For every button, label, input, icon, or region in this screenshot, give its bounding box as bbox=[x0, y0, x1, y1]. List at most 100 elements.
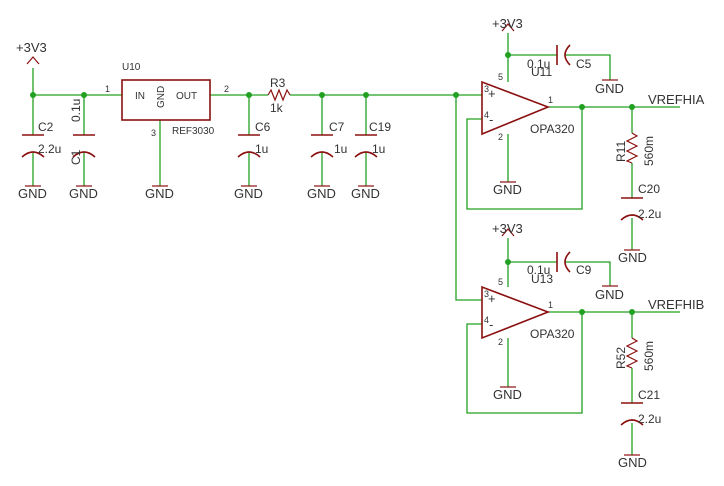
c2-capacitor: C2 2.2u bbox=[21, 120, 61, 158]
ground-label: GND bbox=[145, 186, 174, 201]
c9-value-label: 0.1u bbox=[527, 263, 550, 277]
u13-opamp: + - 3 4 5 2 1 U13 OPA320 bbox=[481, 272, 575, 347]
u10-ref-label: U10 bbox=[122, 62, 141, 73]
ground-u11: GND bbox=[493, 181, 522, 197]
c20-value-label: 2.2u bbox=[638, 207, 661, 221]
junction-dot bbox=[505, 52, 511, 58]
u13-part-label: OPA320 bbox=[530, 327, 575, 341]
ground-c1: GND bbox=[69, 185, 98, 201]
c19-value-label: 1u bbox=[372, 142, 385, 156]
u11-ref-label: U11 bbox=[531, 65, 552, 79]
ground-label: GND bbox=[618, 455, 647, 470]
ground-c20: GND bbox=[618, 249, 647, 265]
c5-value-label: 0.1u bbox=[527, 57, 550, 71]
supply-label: +3V3 bbox=[492, 221, 523, 236]
junction-dot bbox=[629, 104, 635, 110]
ground-label: GND bbox=[493, 182, 522, 197]
junction-dot bbox=[579, 309, 585, 315]
u13-pin1-number: 1 bbox=[548, 300, 553, 310]
ground-u10: GND bbox=[145, 185, 174, 201]
u10-pin-out-label: OUT bbox=[176, 91, 197, 102]
u11-pin2-number: 2 bbox=[498, 132, 503, 142]
c9-ref-label: C9 bbox=[576, 263, 592, 277]
u11-pin3-number: 3 bbox=[484, 84, 489, 94]
u13-pin4-number: 4 bbox=[484, 315, 489, 325]
junction-dot bbox=[319, 92, 325, 98]
u11-plus-label: + bbox=[488, 86, 496, 101]
c21-value-label: 2.2u bbox=[638, 412, 661, 426]
supply-symbol-u13: +3V3 bbox=[492, 221, 523, 237]
ground-label: GND bbox=[618, 250, 647, 265]
ground-c2: GND bbox=[18, 185, 47, 201]
ground-c21: GND bbox=[618, 454, 647, 470]
supply-symbol-u11: +3V3 bbox=[492, 16, 523, 32]
u13-plus-label: + bbox=[488, 291, 496, 306]
ground-u13: GND bbox=[493, 386, 522, 402]
ground-c5: GND bbox=[595, 79, 624, 96]
r52-resistor: R52 560m bbox=[614, 337, 656, 371]
u10-pin-gnd-label: GND bbox=[156, 86, 167, 108]
ground-label: GND bbox=[307, 186, 336, 201]
r3-ref-label: R3 bbox=[270, 76, 286, 90]
r3-value-label: 1k bbox=[270, 101, 284, 115]
c6-value-label: 1u bbox=[255, 142, 268, 156]
c19-ref-label: C19 bbox=[369, 120, 391, 134]
r11-resistor: R11 560m bbox=[614, 132, 656, 166]
net-label-vrefhia: VREFHIA bbox=[648, 92, 705, 107]
ground-label: GND bbox=[493, 387, 522, 402]
u13-pin5-number: 5 bbox=[498, 277, 503, 287]
u10-pin3-number: 3 bbox=[151, 128, 156, 138]
ground-label: GND bbox=[351, 186, 380, 201]
junction-dot bbox=[453, 92, 459, 98]
c5-capacitor: 0.1u C5 bbox=[527, 44, 592, 71]
c2-ref-label: C2 bbox=[38, 120, 54, 134]
ground-label: GND bbox=[69, 186, 98, 201]
u11-part-label: OPA320 bbox=[530, 122, 575, 136]
c7-capacitor: C7 1u bbox=[310, 120, 347, 158]
u11-pin4-number: 4 bbox=[484, 110, 489, 120]
junction-dots bbox=[30, 52, 635, 315]
c6-ref-label: C6 bbox=[255, 120, 271, 134]
c5-ref-label: C5 bbox=[576, 57, 592, 71]
r11-value-label: 560m bbox=[642, 136, 656, 166]
c2-value-label: 2.2u bbox=[38, 142, 61, 156]
u10-pin2-number: 2 bbox=[224, 84, 229, 94]
u10-reference: U10 IN OUT GND 1 2 3 REF3030 bbox=[105, 62, 229, 138]
ground-c19: GND bbox=[351, 185, 380, 201]
ground-label: GND bbox=[595, 81, 624, 96]
c20-ref-label: C20 bbox=[638, 182, 660, 196]
ground-c9: GND bbox=[595, 285, 624, 302]
c21-capacitor: C21 2.2u bbox=[620, 388, 661, 426]
ground-c6: GND bbox=[234, 185, 263, 201]
c1-value-label: 0.1u bbox=[69, 99, 83, 122]
u10-part-label: REF3030 bbox=[172, 126, 215, 137]
r3-resistor: R3 1k bbox=[267, 76, 291, 115]
c1-ref-label: C1 bbox=[69, 149, 83, 165]
junction-dot bbox=[246, 92, 252, 98]
u11-minus-label: - bbox=[489, 112, 493, 127]
power-symbols: +3V3 +3V3 +3V3 GND GND GND GND bbox=[16, 16, 647, 470]
junction-dot bbox=[81, 92, 87, 98]
c7-ref-label: C7 bbox=[329, 120, 345, 134]
c9-capacitor: 0.1u C9 bbox=[527, 251, 592, 277]
u11-pin1-number: 1 bbox=[548, 95, 553, 105]
u10-pin1-number: 1 bbox=[105, 84, 110, 94]
u13-pin3-number: 3 bbox=[484, 289, 489, 299]
ground-c7: GND bbox=[307, 185, 336, 201]
supply-symbol-left: +3V3 bbox=[16, 40, 47, 65]
net-label-vrefhib: VREFHIB bbox=[648, 297, 704, 312]
supply-label: +3V3 bbox=[16, 40, 47, 55]
junction-dot bbox=[629, 309, 635, 315]
u11-pin5-number: 5 bbox=[498, 72, 503, 82]
u13-minus-label: - bbox=[489, 317, 493, 332]
junction-dot bbox=[505, 259, 511, 265]
c7-value-label: 1u bbox=[334, 142, 347, 156]
c21-ref-label: C21 bbox=[638, 388, 660, 402]
u13-ref-label: U13 bbox=[531, 272, 553, 286]
junction-dot bbox=[30, 92, 36, 98]
ground-label: GND bbox=[595, 287, 624, 302]
c6-capacitor: C6 1u bbox=[237, 120, 271, 158]
junction-dot bbox=[363, 92, 369, 98]
u10-pin-in-label: IN bbox=[135, 91, 145, 102]
r52-ref-label: R52 bbox=[614, 347, 628, 369]
